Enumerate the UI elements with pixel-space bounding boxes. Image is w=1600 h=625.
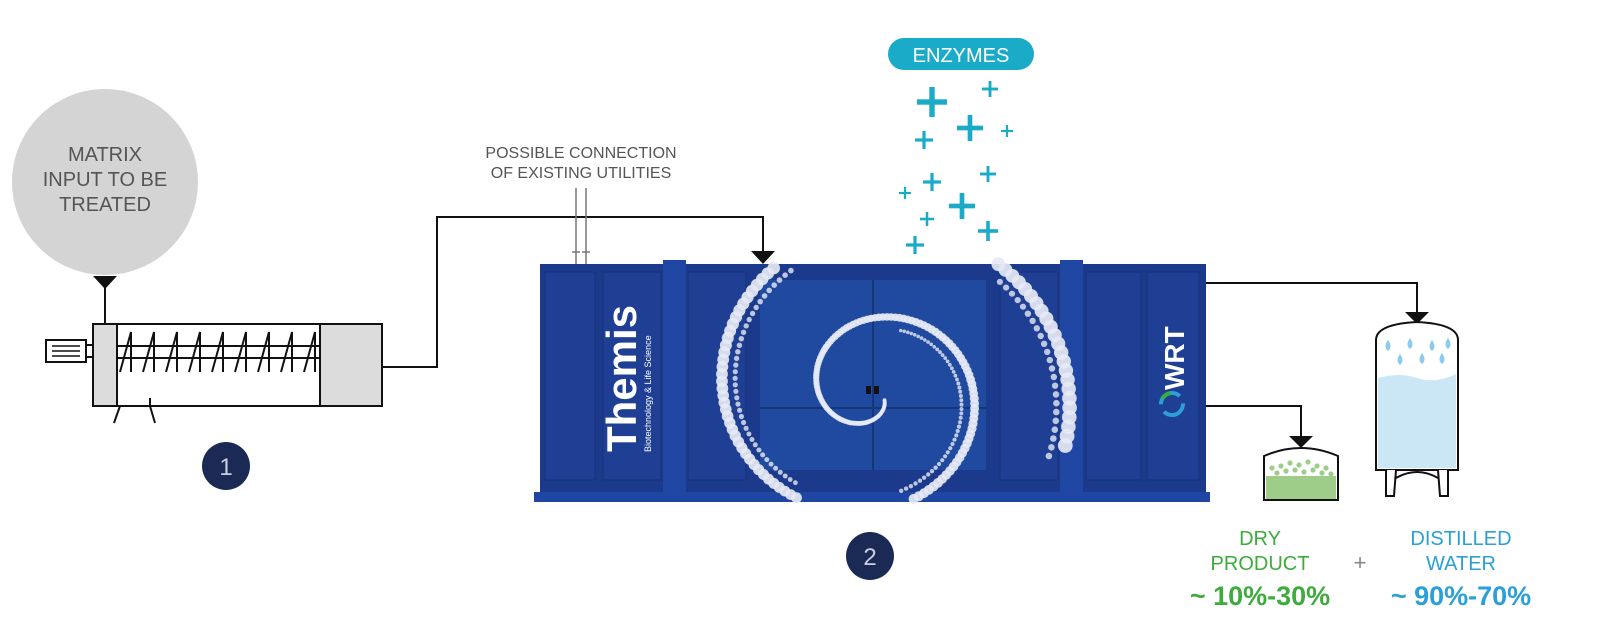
motor-icon — [45, 339, 94, 363]
step-1-label: 1 — [219, 454, 232, 481]
connection-label-line-2: OF EXISTING UTILITIES — [491, 165, 671, 182]
processing-container: Themis Biotechnology & Life Science WRT — [534, 257, 1210, 504]
input-label-line-1: MATRIX — [68, 144, 142, 166]
enzyme-plus-icon — [980, 166, 996, 182]
water-label-line-2: WATER — [1426, 553, 1496, 575]
screw-conveyor — [45, 323, 383, 424]
input-circle — [12, 89, 198, 275]
enzyme-plus-icon — [917, 87, 947, 117]
enzyme-plus-icon — [982, 81, 998, 97]
enzyme-plus-icon — [915, 131, 933, 149]
spiral-decoration — [716, 257, 1077, 504]
screw-flights — [119, 331, 316, 373]
door-handle-icon — [866, 386, 879, 394]
input-label-line-2: INPUT TO BE — [43, 169, 167, 191]
water-label-line-1: DISTILLED — [1410, 528, 1511, 550]
matrix-input-hopper: MATRIX INPUT TO BE TREATED — [12, 89, 198, 323]
dry-arrow-icon — [1289, 436, 1313, 448]
wrt-logo-icon — [1159, 391, 1185, 417]
water-arrow-icon — [1405, 312, 1429, 324]
enzyme-plus-icon — [920, 212, 934, 226]
dry-percent: ~ 10%-30% — [1190, 581, 1330, 611]
enzyme-plus-icon — [1001, 125, 1013, 137]
enzyme-plus-icon — [978, 221, 998, 241]
water-pipe — [1206, 282, 1418, 313]
enzyme-plus-icon — [906, 236, 924, 254]
water-tank-icon — [1375, 320, 1459, 497]
step-1-badge: 1 — [202, 442, 250, 490]
utility-connection-pipes — [572, 188, 590, 264]
step-2-badge: 2 — [846, 532, 894, 580]
themis-brand-tagline: Biotechnology & Life Science — [643, 335, 653, 452]
dry-label-line-1: DRY — [1239, 528, 1281, 550]
themis-brand-name: Themis — [598, 305, 645, 452]
dry-product-bin-icon — [1263, 447, 1339, 501]
wrt-logo-text: WRT — [1159, 326, 1190, 390]
dry-pipe — [1206, 405, 1302, 437]
feed-arrow-icon — [751, 251, 775, 264]
enzyme-plus-icon — [923, 173, 941, 191]
enzyme-plus-icon — [899, 187, 911, 199]
plus-sign: + — [1354, 550, 1367, 575]
step-2-label: 2 — [863, 544, 876, 571]
enzyme-plus-icon — [949, 193, 975, 219]
input-label-line-3: TREATED — [59, 194, 151, 216]
dry-label-line-2: PRODUCT — [1211, 553, 1310, 575]
input-arrow-icon — [93, 276, 117, 289]
water-percent: ~ 90%-70% — [1391, 581, 1531, 611]
feed-pipe — [382, 216, 764, 368]
enzymes-label: ENZYMES — [913, 45, 1010, 67]
enzyme-particles — [899, 81, 1013, 254]
enzymes-badge: ENZYMES — [888, 38, 1034, 70]
enzyme-plus-icon — [957, 115, 983, 141]
connection-label-line-1: POSSIBLE CONNECTION — [485, 145, 676, 162]
